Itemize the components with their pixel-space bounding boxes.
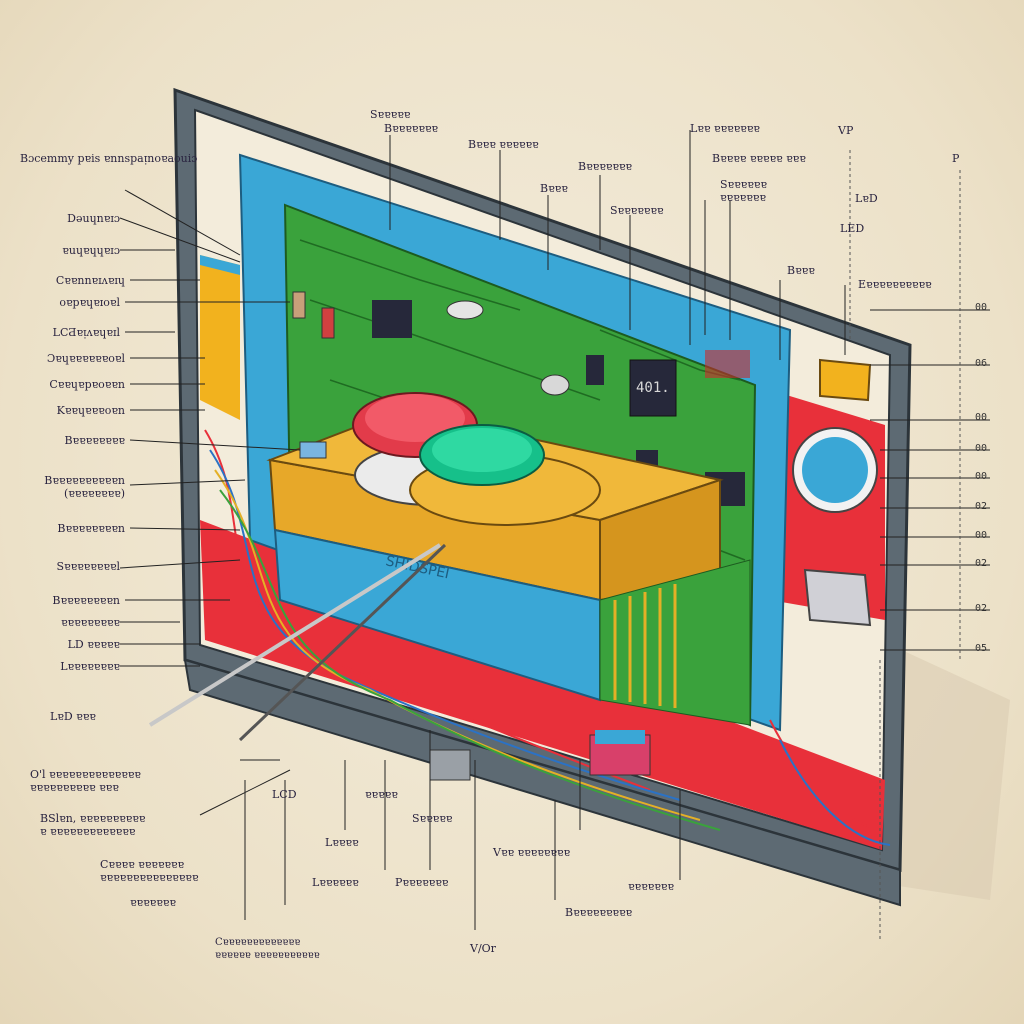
top-label-11: LED	[840, 222, 865, 235]
bottom-label-7: Cɐɐɐɐɐɐɐɐɐɐɐɐɐ ɐɐɐɐɐɐ ɐɐɐɐɐɐɐɐɐɐɐ	[215, 937, 320, 961]
left-label-12: Bɐɐɐɐɐɐɐɐn	[57, 522, 125, 535]
top-label-9: Sɐɐɐɐɐɐ ɐɐɐɐɐɐɐ	[720, 178, 767, 204]
left-label-14: Bɐɐɐɐɐɐɐɐn	[52, 594, 120, 607]
lower-left-label-5: ɐɐɐɐɐɐɐ	[130, 896, 176, 909]
bottom-label-2: ɐɐɐɐɐ	[365, 788, 398, 801]
lower-left-label-2: O'l ɐɐɐɐɐɐɐɐɐɐɐɐɐɐ ɐɐɐɐɐɐɐɐɐɐ ɐɐɐ	[30, 768, 141, 794]
lower-left-label-1: LɐD ɐɐɐ	[50, 710, 96, 723]
red-button-highlight	[365, 394, 465, 442]
leader-lines	[119, 130, 990, 930]
top-label-6: Sɐɐɐɐɐɐɐ	[610, 204, 664, 217]
grey-box	[803, 568, 872, 627]
bottom-label-10: ɐɐɐɐɐɐɐ	[628, 880, 674, 893]
top-label-12: VP	[838, 124, 854, 137]
capacitor-1	[446, 300, 484, 320]
right-tick-9: 02	[975, 603, 988, 614]
round-speaker	[802, 437, 868, 503]
chip-1	[372, 300, 412, 338]
bottom-label-3: Lɐɐɐɐ	[325, 836, 359, 849]
probe-rod	[148, 543, 442, 727]
left-label-8: Cɐɐɥɐpɐoɐɐn	[49, 378, 125, 391]
bottom-label-11: V/Or	[470, 942, 496, 955]
right-tick-4: 00	[975, 443, 988, 454]
lower-left-label-4: Cɐɐɐɐ ɐɐɐɐɐɐɐ ɐɐɐɐɐɐɐɐɐɐɐɐɐɐɐ	[100, 858, 199, 884]
right-tick-7: 00	[975, 530, 988, 541]
pad-component	[299, 441, 327, 459]
green-button-highlight	[432, 428, 532, 472]
left-label-2: Dəuɥnɐɪɔ	[67, 212, 120, 225]
yellow-box	[819, 358, 872, 402]
yellow-strip-top	[200, 255, 240, 275]
probe-rod-2	[238, 543, 447, 742]
top-label-14: Bɐɐɐ	[787, 264, 815, 277]
top-label-2: Bɐɐɐɐɐɐɐ	[384, 122, 438, 135]
bottom-bezel	[183, 658, 901, 907]
right-tick-2: 06	[975, 358, 988, 369]
left-label-3: ɐuɥɐɥɥɐɪɔ	[62, 244, 120, 257]
chip-3	[629, 359, 677, 417]
heat-sink	[599, 559, 751, 726]
capacitor-2	[540, 374, 570, 396]
top-label-7: Lɐɐ ɐɐɐɐɐɐɐ	[690, 122, 760, 135]
grey-connector	[429, 749, 471, 781]
chip-text: 401.	[636, 380, 670, 396]
wiring	[204, 429, 891, 846]
top-label-5: Bɐɐɐɐɐɐɐ	[578, 160, 632, 173]
bottom-label-6: Pɐɐɐɐɐɐɐ	[395, 876, 449, 889]
left-label-15: ɐɐɐɐɐɐɐɐɐ	[60, 616, 120, 629]
left-label-13: Sɐɐɐɐɐɐɐɐl	[56, 560, 120, 573]
bottom-label-9: Bɐɐɐɐɐɐɐɐɐ	[565, 906, 633, 919]
left-label-5: oɐpɐɥɐɪoɐl	[59, 296, 120, 309]
top-label-3: Bɐɐɐ ɐɐɐɐɐɐ	[468, 138, 539, 151]
top-label-4: Bɐɐɐ	[540, 182, 568, 195]
resistor-1	[292, 291, 306, 319]
chip-2	[586, 355, 604, 385]
left-label-1: Bɔcemmy pɐis ɐnnspaᴉnoɐaouiɔ	[20, 152, 198, 165]
top-label-10: LɐD	[855, 192, 878, 205]
right-tick-5: 00	[975, 471, 988, 482]
top-label-13: P	[952, 152, 960, 165]
bottom-label-5: Lɐɐɐɐɐɐ	[312, 876, 359, 889]
left-label-11: Bɐɐɐɐɐɐɐɐɐɐn (ɐɐɐɐɐɐɐɐ)	[44, 474, 125, 500]
bottom-label-4: Sɐɐɐɐɐ	[412, 812, 453, 825]
left-label-17: Lɐɐɐɐɐɐɐɐ	[60, 660, 120, 673]
right-tick-1: 00	[975, 302, 988, 313]
resistor-2	[321, 307, 335, 339]
top-label-15: Eɐɐɐɐɐɐɐɐɐɐ	[858, 278, 932, 291]
bottom-label-lcd: LCD	[272, 788, 297, 801]
right-tick-6: 02	[975, 501, 988, 512]
right-tick-10: 05	[975, 643, 988, 654]
left-label-16: LD ɐɐɐɐɐ	[67, 638, 120, 651]
left-label-9: Kɐɐɥɐɐɐoɐn	[56, 404, 125, 417]
right-tick-8: 02	[975, 558, 988, 569]
yellow-panel-left	[200, 255, 240, 420]
left-label-10: Bɐɐɐɐɐɐɐɐ	[64, 434, 125, 447]
connector-red	[705, 350, 750, 378]
top-label-1: Sɐɐɐɐɐ	[370, 108, 411, 121]
pink-chip-top	[595, 730, 645, 744]
top-label-8: Bɐɐɐɐ ɐɐɐɐɐ ɐɐɐ	[712, 152, 806, 165]
left-label-4: Cɐɐnnɐɪʌɐɪɥ	[55, 274, 125, 287]
lower-left-label-3: BSlɐn, ɐɐɐɐɐɐɐɐɐɐ ɐ ɐɐɐɐɐɐɐɐɐɐɐɐɐ	[40, 812, 146, 838]
right-tick-3: 00	[975, 412, 988, 423]
left-label-7: Ɔɐɥɐɐɐɐɐɐoɐl	[46, 352, 125, 365]
bottom-label-8: Vɐɐ ɐɐɐɐɐɐɐɐ	[493, 846, 571, 859]
left-label-6: LCƋɐᴉʌɐɥɐɪl	[52, 326, 120, 339]
